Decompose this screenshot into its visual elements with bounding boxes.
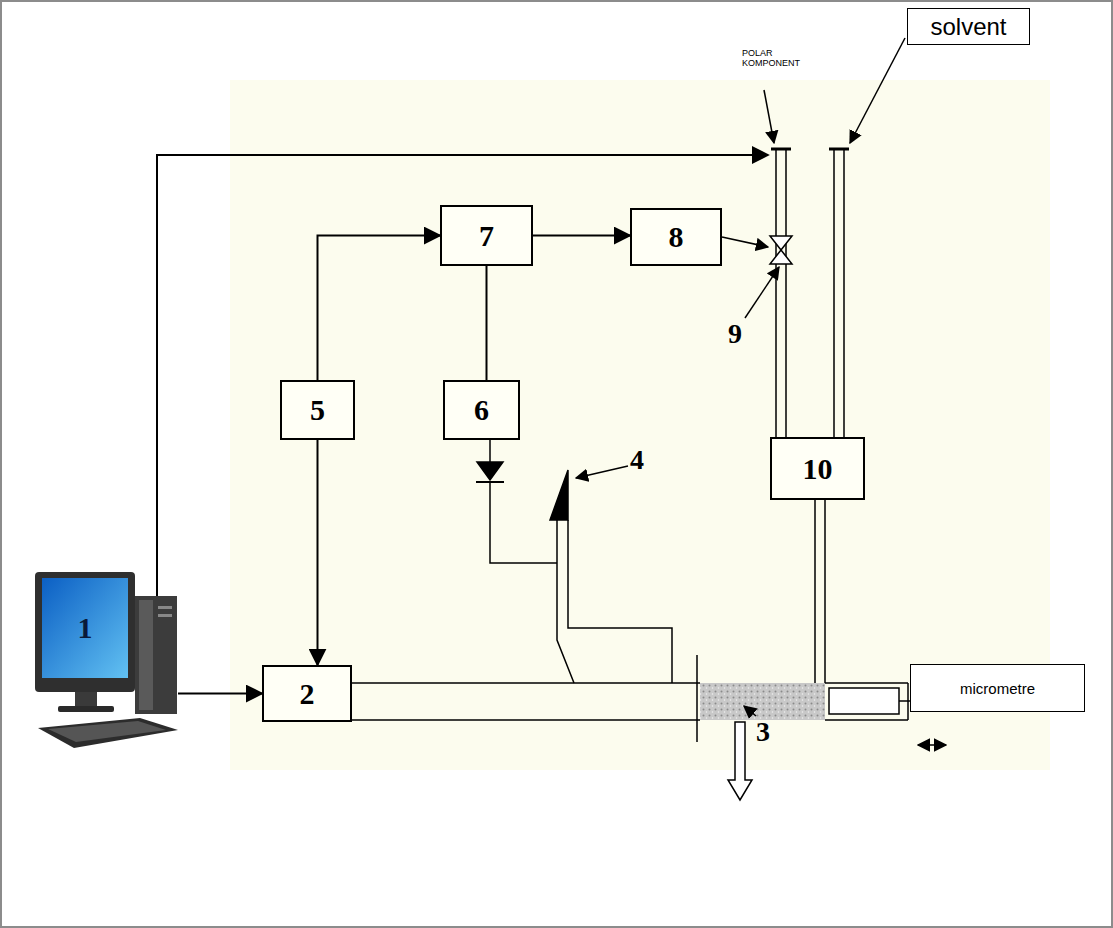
photodiode-symbol — [476, 440, 557, 563]
control-wire — [157, 155, 768, 596]
process-box: 7 — [440, 205, 533, 266]
connector — [318, 236, 441, 381]
connector — [317, 440, 319, 665]
valve-control-wire — [722, 237, 768, 247]
connector — [533, 235, 630, 237]
callout-number: 2 — [300, 677, 315, 711]
process-box: 8 — [630, 208, 722, 266]
node-label: solvent — [930, 13, 1006, 41]
process-box: 10 — [770, 437, 865, 500]
callout-number: 3 — [756, 716, 770, 748]
process-box: 5 — [280, 380, 355, 440]
leader-line — [576, 466, 628, 478]
label-box: solvent — [907, 8, 1030, 45]
light-guide — [550, 470, 672, 683]
callout-number: 7 — [479, 219, 494, 253]
callout-number: 5 — [310, 393, 325, 427]
callout-number: 4 — [630, 444, 644, 476]
leader-line — [744, 706, 756, 716]
leader-line — [745, 267, 779, 318]
motion-arrow — [918, 744, 946, 746]
connector — [486, 266, 488, 380]
process-box: 2 — [262, 665, 352, 722]
component-label: POLAR KOMPONENT — [742, 48, 818, 69]
leader-line — [764, 90, 774, 143]
process-box: 6 — [443, 380, 520, 440]
callout-number: 9 — [728, 318, 742, 350]
connector — [178, 693, 262, 695]
computer-icon — [35, 572, 178, 748]
computer-screen: 1 — [42, 578, 128, 678]
callout-number: 8 — [669, 220, 684, 254]
outflow-arrow — [728, 722, 752, 800]
leader-line — [850, 38, 905, 143]
callout-number: 1 — [78, 611, 93, 645]
measuring-tube — [352, 655, 910, 742]
pipes — [771, 149, 849, 683]
valve-symbol — [770, 236, 792, 264]
node-label: micrometre — [960, 680, 1035, 697]
label-box: micrometre — [910, 664, 1085, 712]
callout-number: 6 — [474, 393, 489, 427]
callout-number: 10 — [803, 452, 833, 486]
